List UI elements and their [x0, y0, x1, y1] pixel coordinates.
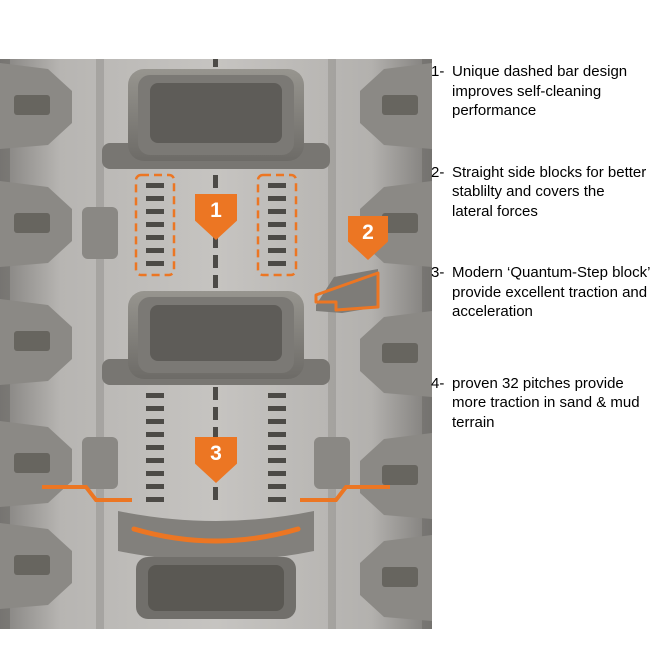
note-number: 1-	[431, 63, 445, 80]
feature-highlights	[42, 173, 390, 544]
tire-tread-photo	[0, 59, 432, 629]
note-line: more traction in sand & mud	[452, 394, 640, 411]
note-text: Unique dashed bar design improves self-c…	[452, 62, 627, 121]
note-line: proven 32 pitches provide	[452, 374, 624, 392]
note-text: proven 32 pitches provide more traction …	[452, 374, 640, 433]
note-text: Modern ‘Quantum-Step block’ provide exce…	[452, 263, 650, 322]
note-item-1: 1- Unique dashed bar design improves sel…	[431, 62, 649, 121]
note-line: terrain	[452, 413, 495, 431]
note-item-4: 4- proven 32 pitches provide more tracti…	[431, 374, 649, 433]
note-line: Modern ‘Quantum-Step block’	[452, 264, 650, 281]
tread-sipes	[146, 59, 286, 502]
center-tread-blocks	[102, 69, 330, 619]
bottom-left-highlight-line	[42, 485, 132, 502]
note-item-3: 3- Modern ‘Quantum-Step block’ provide e…	[431, 263, 650, 322]
note-line: Straight side blocks for better	[452, 163, 647, 181]
bottom-right-highlight-line	[300, 485, 390, 502]
note-line: lateral forces	[452, 202, 538, 220]
note-item-2: 2- Straight side blocks for better stabl…	[431, 163, 649, 222]
dashed-bar-highlight-right	[256, 173, 298, 277]
note-line: improves self-cleaning	[452, 82, 602, 100]
note-line: stablilty and covers the	[452, 183, 605, 200]
note-line: acceleration	[452, 303, 533, 320]
note-line: provide excellent traction and	[452, 283, 648, 301]
note-number: 4-	[431, 374, 445, 392]
bottom-center-highlight-arc	[131, 526, 301, 544]
dashed-bar-highlight-left	[134, 173, 176, 277]
note-number: 2-	[431, 163, 445, 181]
note-number: 3-	[431, 264, 445, 281]
left-shoulder-knobs	[0, 63, 118, 609]
tire-image	[0, 59, 432, 629]
note-text: Straight side blocks for better stablilt…	[452, 163, 646, 222]
note-line: performance	[452, 102, 537, 119]
step-block-highlight-outline	[314, 271, 380, 312]
note-line: Unique dashed bar design	[452, 63, 628, 80]
feature-notes: 1- Unique dashed bar design improves sel…	[431, 62, 650, 474]
